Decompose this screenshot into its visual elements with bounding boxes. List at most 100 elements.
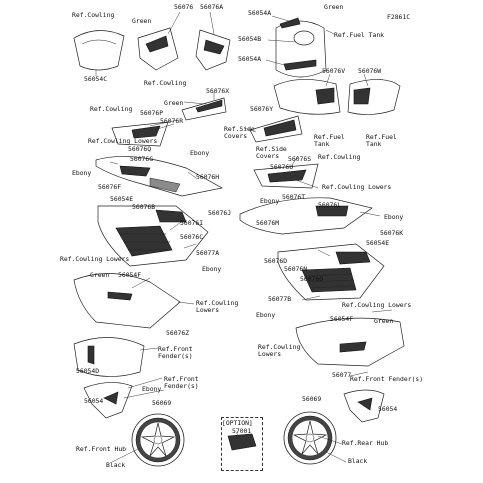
rear-wheel [283, 411, 337, 465]
label-ref-cowling-left: Ref.Cowling [90, 105, 133, 113]
label-56076U: 56076U [270, 163, 294, 171]
label-56076F: 56076F [98, 183, 122, 191]
label-57001: 57001 [232, 427, 252, 435]
option-box [221, 417, 263, 471]
label-ebony-left-4: Ebony [142, 385, 162, 393]
label-56054E-left: 56054E [110, 195, 134, 203]
label-ebony-right-1: Ebony [260, 197, 280, 205]
label-56077A: 56077A [196, 249, 220, 257]
label-ref-cowling-right: Ref.Cowling [318, 153, 361, 161]
label-56076L: 56076L [318, 201, 342, 209]
label-green-side: Green [164, 99, 184, 107]
label-ref-front-fender-left: Ref.Front Fender(s) [158, 345, 193, 360]
label-56076-top: 56076 [174, 3, 194, 11]
label-ebony-left-3: Ebony [202, 265, 222, 273]
fuel-tank-part [275, 17, 327, 78]
label-ref-side-covers-2: Ref.Side Covers [256, 145, 287, 160]
fender-decal-right [343, 389, 385, 423]
label-56076S: 56076S [288, 155, 312, 163]
label-56076R: 56076R [160, 117, 184, 125]
label-ref-cowling-lowers-right-3: Ref.Cowling Lowers [258, 343, 301, 358]
label-ref-front-fender-right: Ref.Front Fender(s) [350, 375, 424, 383]
front-fender-part [73, 337, 145, 377]
label-56076K: 56076K [380, 229, 404, 237]
label-ref-fuel-tank-right: Ref.Fuel Tank [366, 133, 397, 148]
label-56076V: 56076V [322, 67, 346, 75]
label-56076H: 56076H [196, 173, 220, 181]
label-56054D: 56054D [76, 367, 100, 375]
leader-lines [109, 11, 393, 463]
label-ref-cowling-top-1: Ref.Cowling [72, 11, 115, 19]
label-ref-front-fender-left-2: Ref.Front Fender(s) [164, 375, 199, 390]
label-56054B: 56054B [238, 35, 262, 43]
label-ref-cowling-lowers-right-2: Ref.Cowling Lowers [342, 301, 412, 309]
side-cover-decal-lower [249, 115, 303, 143]
label-green-top-2: Green [324, 3, 344, 11]
label-56076N: 56076N [284, 265, 308, 273]
label-56076I: 56076I [180, 219, 204, 227]
label-56076Z: 56076Z [166, 329, 190, 337]
label-56054F-left: 56054F [118, 271, 142, 279]
label-ref-side-covers-1: Ref.Side Covers [224, 125, 255, 140]
upper-cowling-decal-left [137, 27, 179, 71]
cowling-lower-panel-left [97, 205, 209, 267]
front-wheel [131, 413, 185, 467]
label-56054C: 56054C [84, 75, 108, 83]
label-56076X: 56076X [206, 87, 230, 95]
cowling-decal-upper-left [111, 121, 169, 147]
label-56077B: 56077B [268, 295, 292, 303]
label-ebony-right-3: Ebony [256, 311, 276, 319]
label-ref-cowling-lowers-left-1: Ref.Cowling Lowers [88, 137, 158, 145]
cowling-lower-panel-right [277, 243, 385, 301]
lower-fairing-right [295, 317, 405, 367]
label-56054-right: 56054 [378, 405, 398, 413]
label-ref-rear-hub: Ref.Rear Hub [342, 439, 389, 447]
label-option: [OPTION] [222, 419, 253, 427]
label-56076G: 56076G [130, 155, 154, 163]
label-56076C: 56076C [180, 233, 204, 241]
label-56076P: 56076P [140, 109, 164, 117]
label-56076W: 56076W [358, 67, 382, 75]
label-56069-right: 56069 [302, 395, 322, 403]
label-56077: 56077 [332, 371, 352, 379]
label-ref-fuel-tank-left: Ref.Fuel Tank [314, 133, 345, 148]
side-cover-decal-upper [181, 97, 227, 121]
label-56054E-right: 56054E [366, 239, 390, 247]
label-56076O: 56076O [300, 275, 324, 283]
label-black-right: Black [348, 457, 368, 465]
fender-decal-left [83, 382, 133, 419]
label-black-left: Black [106, 461, 126, 469]
label-56076M: 56076M [256, 219, 280, 227]
diagram-code: F2861C [387, 13, 411, 21]
label-56054-left: 56054 [84, 397, 104, 405]
tank-side-decal-right [347, 79, 401, 115]
label-56076A-top: 56076A [200, 3, 224, 11]
label-ref-cowling-top-2: Ref.Cowling [144, 79, 187, 87]
label-ebony-left-2: Ebony [72, 169, 92, 177]
label-green-left-3: Green [90, 271, 110, 279]
label-ebony-right-2: Ebony [384, 213, 404, 221]
label-56076D: 56076D [264, 257, 288, 265]
cowling-side-panel-left [95, 156, 224, 197]
lower-fairing-left [73, 273, 181, 329]
windscreen-part [73, 30, 125, 76]
label-green-right: Green [374, 317, 394, 325]
label-56076Q: 56076Q [128, 145, 152, 153]
label-ref-cowling-lowers-left-2: Ref.Cowling Lowers [60, 255, 130, 263]
label-56054F-right: 56054F [330, 315, 354, 323]
label-56069-left: 56069 [152, 399, 172, 407]
label-56076T: 56076T [282, 193, 306, 201]
tank-side-decal-left [273, 79, 341, 115]
label-ref-front-hub: Ref.Front Hub [76, 445, 127, 453]
upper-cowling-decal-right [195, 29, 231, 71]
label-56076B: 56076B [132, 203, 156, 211]
label-green-top-1: Green [132, 17, 152, 25]
label-ref-fuel-tank-top: Ref.Fuel Tank [334, 31, 385, 39]
label-56054A-mid: 56054A [238, 55, 262, 63]
cowling-side-panel-right [239, 197, 373, 235]
label-ebony-left-1: Ebony [190, 149, 210, 157]
label-56076J: 56076J [208, 209, 232, 217]
label-ref-cowling-lowers-left-3: Ref.Cowling Lowers [196, 299, 239, 314]
